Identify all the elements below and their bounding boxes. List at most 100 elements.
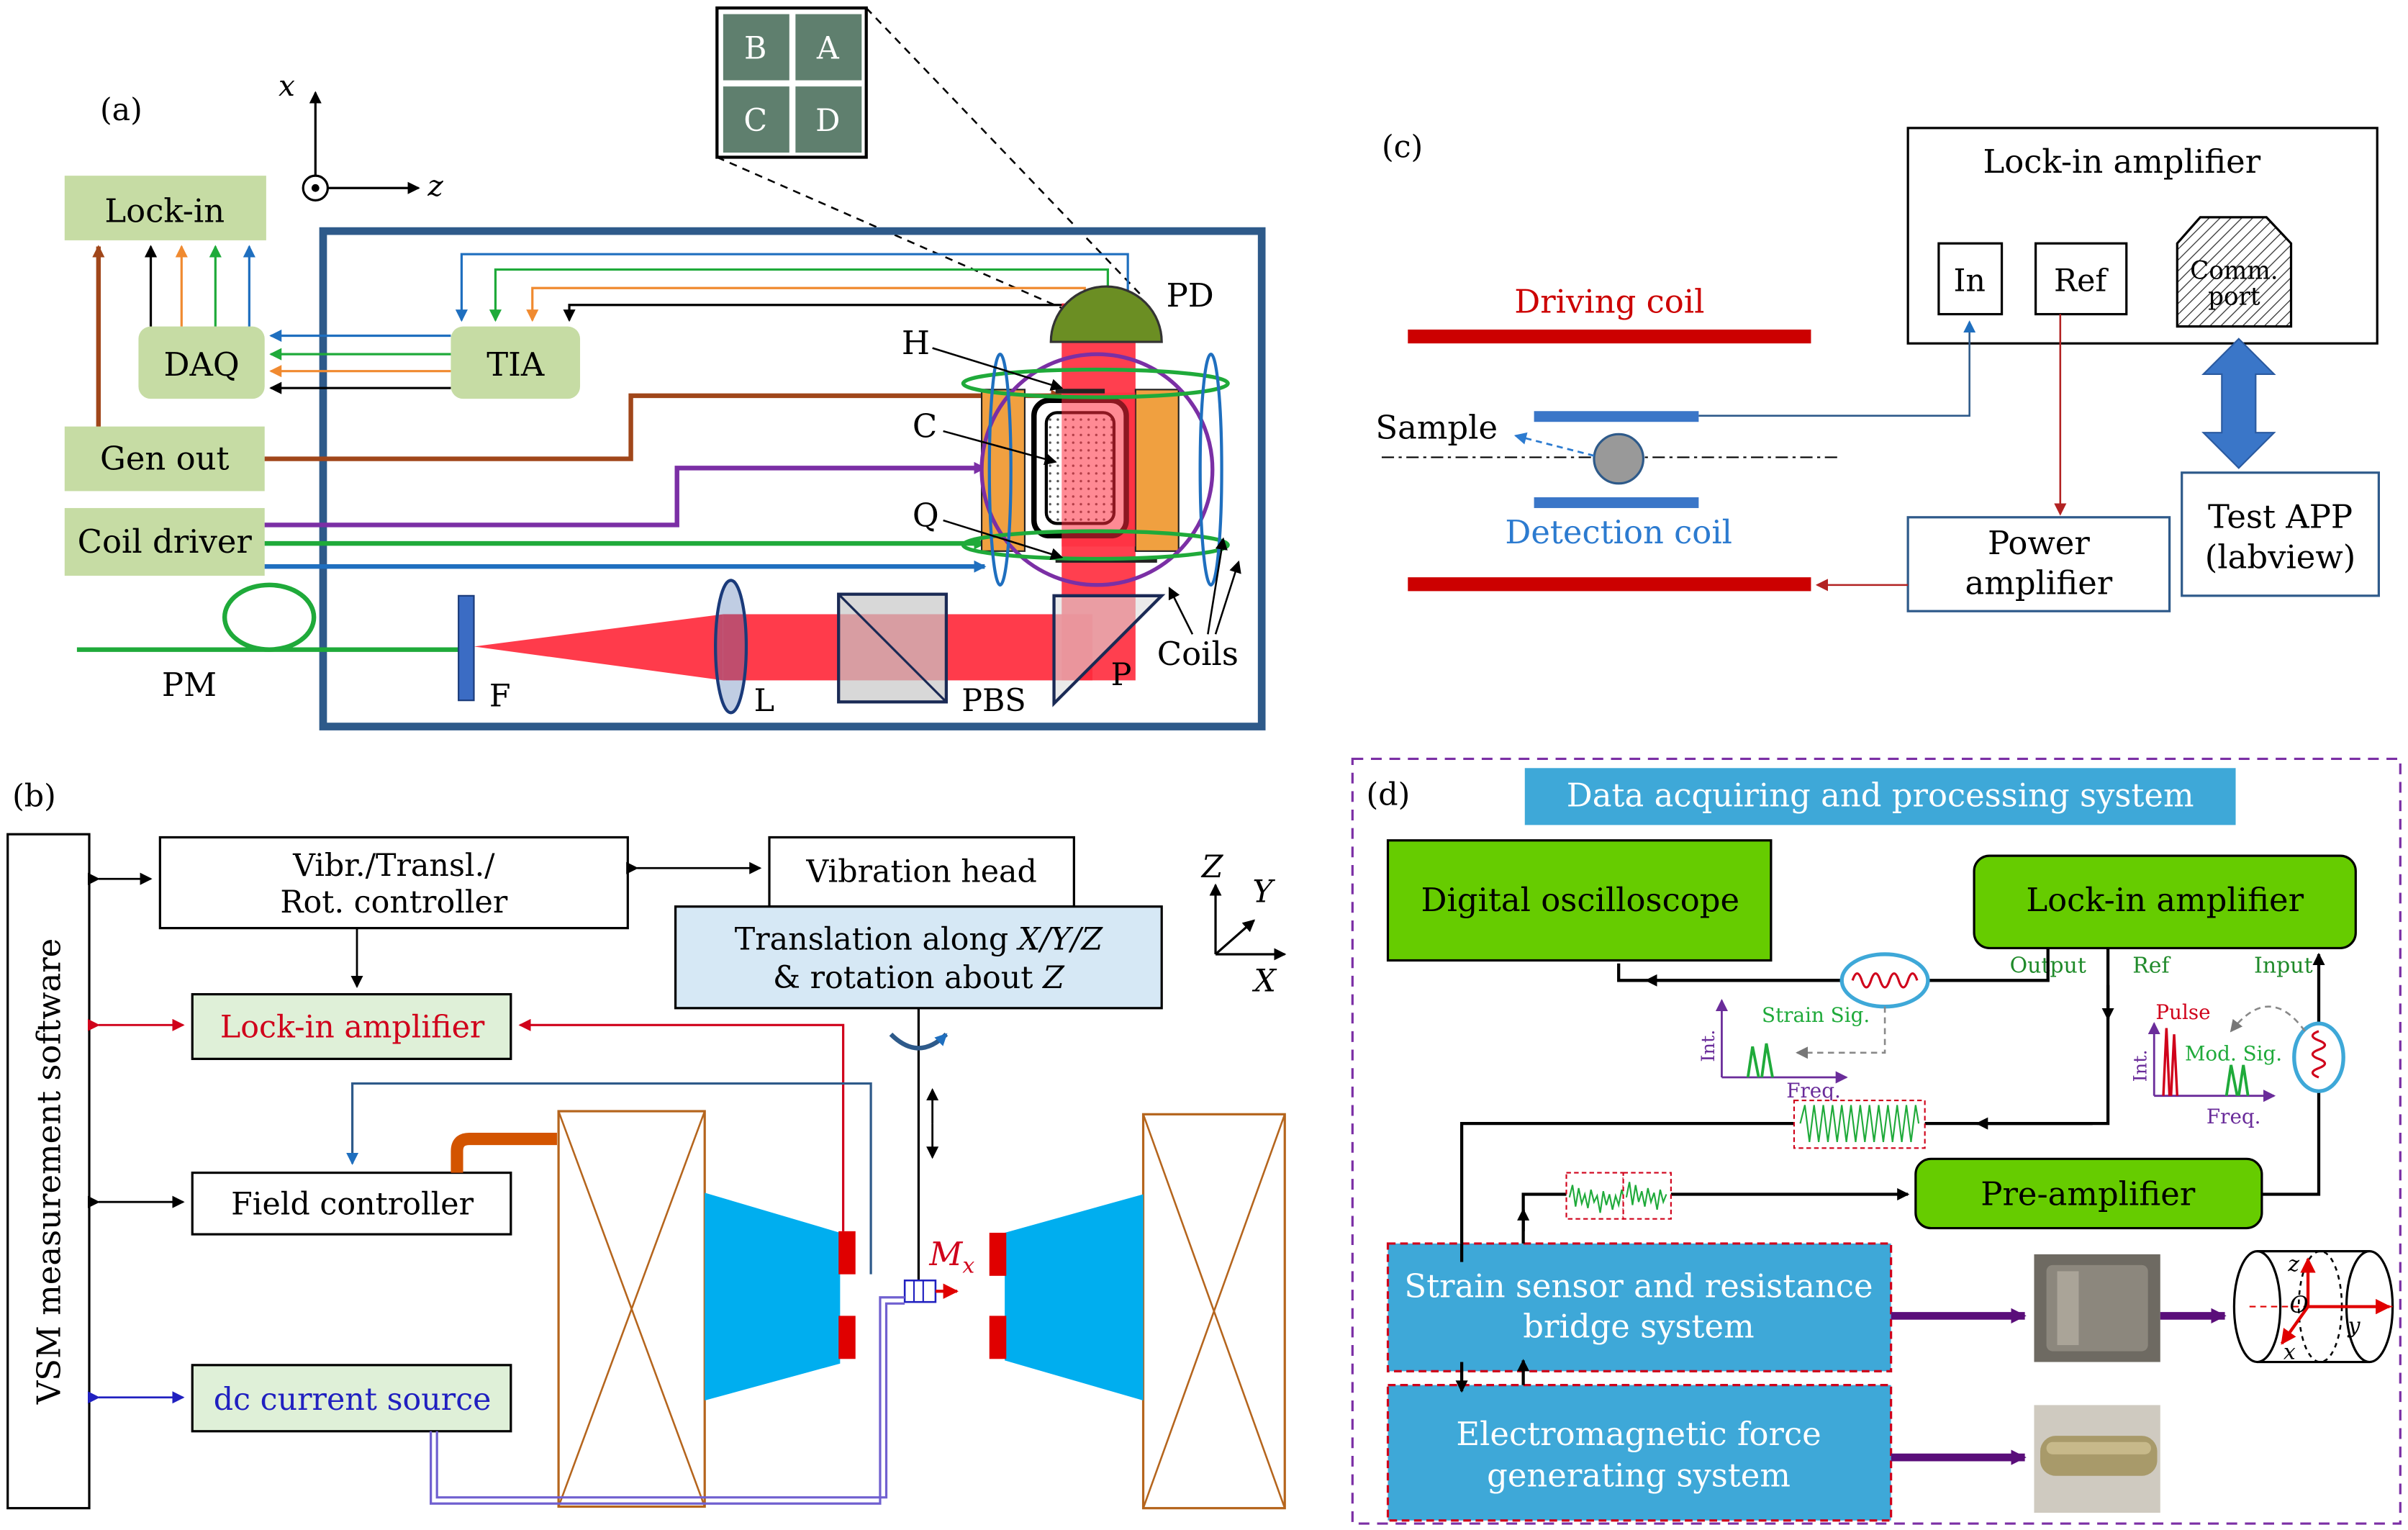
strain-sensor-box xyxy=(1386,1242,1893,1372)
laser-through-cell xyxy=(1062,392,1136,547)
cyl-o-label: O xyxy=(2289,1291,2308,1318)
pole-piece-left xyxy=(705,1192,841,1401)
c-pointer xyxy=(943,430,1057,466)
l-label: L xyxy=(754,683,774,719)
panel-d: (d) Data acquiring and processing system… xyxy=(1351,757,2402,1525)
comm-label-line1: Comm. xyxy=(2190,256,2278,285)
vsm-software-label: VSM measurement software xyxy=(30,938,68,1405)
coils-pointer-3 xyxy=(1214,560,1241,635)
detection-coil-top xyxy=(1534,411,1699,422)
cyl-z-label: z xyxy=(2287,1251,2299,1277)
Z-axis-label: Z xyxy=(1200,849,1224,885)
power-amplifier-line2: amplifier xyxy=(1965,564,2113,602)
spectrum1-dashed-pointer xyxy=(1796,1006,1886,1059)
pickup-coil-left-top xyxy=(838,1231,856,1275)
p-label: P xyxy=(1111,657,1132,693)
strain-waveform-1 xyxy=(1568,1185,1626,1213)
h-pointer xyxy=(932,347,1064,391)
lockin-amplifier-b-label: Lock-in amplifier xyxy=(220,1009,485,1045)
test-app-box xyxy=(2181,471,2380,597)
ref-port xyxy=(2034,242,2128,316)
comm-label-line2: port xyxy=(2208,283,2260,312)
strain-wave-ellipse xyxy=(1839,952,1930,1009)
spectrum1-peak-1 xyxy=(1746,1046,1760,1078)
pickup-lockin-line xyxy=(518,1018,845,1231)
spectrum1-int-label: Int. xyxy=(1698,1030,1719,1062)
coil-ring-top xyxy=(961,367,1230,399)
spectrum2-int-label: Int. xyxy=(2130,1049,2152,1082)
genout-line xyxy=(264,389,1064,461)
digital-oscilloscope-box xyxy=(1386,839,1773,962)
prism-p xyxy=(1052,594,1166,707)
digital-oscilloscope-label: Digital oscilloscope xyxy=(1421,881,1739,919)
coil-driver-line-purple xyxy=(264,461,987,528)
quadrant-d xyxy=(795,86,862,153)
power-amplifier-line1: Power xyxy=(1988,524,2090,562)
cyl-x-label: x xyxy=(2283,1339,2296,1364)
lockin-amplifier-d-label: Lock-in amplifier xyxy=(2026,881,2304,919)
coils-label: Coils xyxy=(1157,635,1239,673)
vibration-head-label: Vibration head xyxy=(805,854,1036,890)
panel-b: (b) VSM measurement software Vibr./Trans… xyxy=(6,779,1287,1510)
power-amplifier-box xyxy=(1906,516,2171,612)
daq-label: DAQ xyxy=(163,345,239,384)
spectrum2-freq-label: Freq. xyxy=(2206,1105,2261,1128)
mod-peak-1 xyxy=(2224,1064,2239,1097)
Y-axis-label: Y xyxy=(1252,874,1275,910)
heater-right xyxy=(1134,389,1180,552)
dc-current-wire-2 xyxy=(435,1302,905,1499)
in-port xyxy=(1937,242,2004,316)
coils-pointer-2 xyxy=(1207,537,1228,635)
quadrant-c-label: C xyxy=(743,103,767,139)
strain-wave-icon xyxy=(1851,972,1919,989)
test-app-line1: Test APP xyxy=(2208,498,2353,536)
pbs-label: PBS xyxy=(961,683,1026,719)
field-feedback-line xyxy=(346,1082,872,1275)
gen-out-box xyxy=(64,426,265,492)
quadrant-c xyxy=(723,86,789,153)
coils-pointer-1 xyxy=(1168,587,1194,635)
pulse-peak-1 xyxy=(2162,1028,2171,1096)
em-force-line2: generating system xyxy=(1487,1457,1791,1495)
em-force-line1: Electromagnetic force xyxy=(1456,1415,1821,1453)
sample-holder xyxy=(903,1279,937,1303)
magnet-coil-left-x2 xyxy=(557,1110,706,1507)
panel-c: (c) Lock-in amplifier In Ref Comm. port … xyxy=(1375,127,2380,612)
quadrant-b xyxy=(723,14,789,81)
fiber-collimator-f xyxy=(458,594,475,702)
h-label: H xyxy=(902,324,930,362)
vibration-head-box xyxy=(768,836,1075,908)
driving-coil-top xyxy=(1408,329,1811,344)
vsm-software-box xyxy=(6,833,91,1510)
coil-driver-label: Coil driver xyxy=(78,522,253,561)
ref-label: Ref xyxy=(2054,263,2109,299)
q-pointer xyxy=(943,519,1064,561)
vibr-controller-line1: Vibr./Transl./ xyxy=(292,848,495,884)
lockin-amplifier-b-box xyxy=(191,992,512,1060)
comm-testapp-double-arrow xyxy=(2201,338,2276,469)
mod-wave-ellipse xyxy=(2292,1021,2345,1093)
panel-b-label: (b) xyxy=(12,779,56,815)
strain-sig-label: Strain Sig. xyxy=(1762,1003,1870,1027)
dc-current-source-label: dc current source xyxy=(214,1382,492,1418)
laser-beam-expanding xyxy=(474,614,723,681)
c-label: C xyxy=(913,407,937,445)
daq-box xyxy=(138,326,265,399)
mod-wave-icon xyxy=(2311,1030,2327,1079)
pd-tia-line-blue xyxy=(455,253,1129,322)
input-label: Input xyxy=(2254,954,2313,979)
tia-label: TIA xyxy=(486,345,545,384)
driving-coil-bottom xyxy=(1408,577,1811,592)
tia-box xyxy=(451,326,581,399)
coil-driver-box xyxy=(64,507,265,576)
driving-coil-label: Driving coil xyxy=(1514,282,1704,320)
dc-current-source-box xyxy=(191,1364,512,1433)
pulse-peak-2 xyxy=(2170,1034,2179,1096)
translation-line1: Translation along X/Y/Z xyxy=(735,922,1104,958)
lockin-label: Lock-in xyxy=(104,191,225,230)
dc-current-wire-1 xyxy=(430,1296,905,1505)
sample-photo-2-highlight xyxy=(2046,1441,2151,1454)
inset-zoom-line-1 xyxy=(865,7,1143,297)
strain-waveform-box-1 xyxy=(1565,1172,1624,1220)
